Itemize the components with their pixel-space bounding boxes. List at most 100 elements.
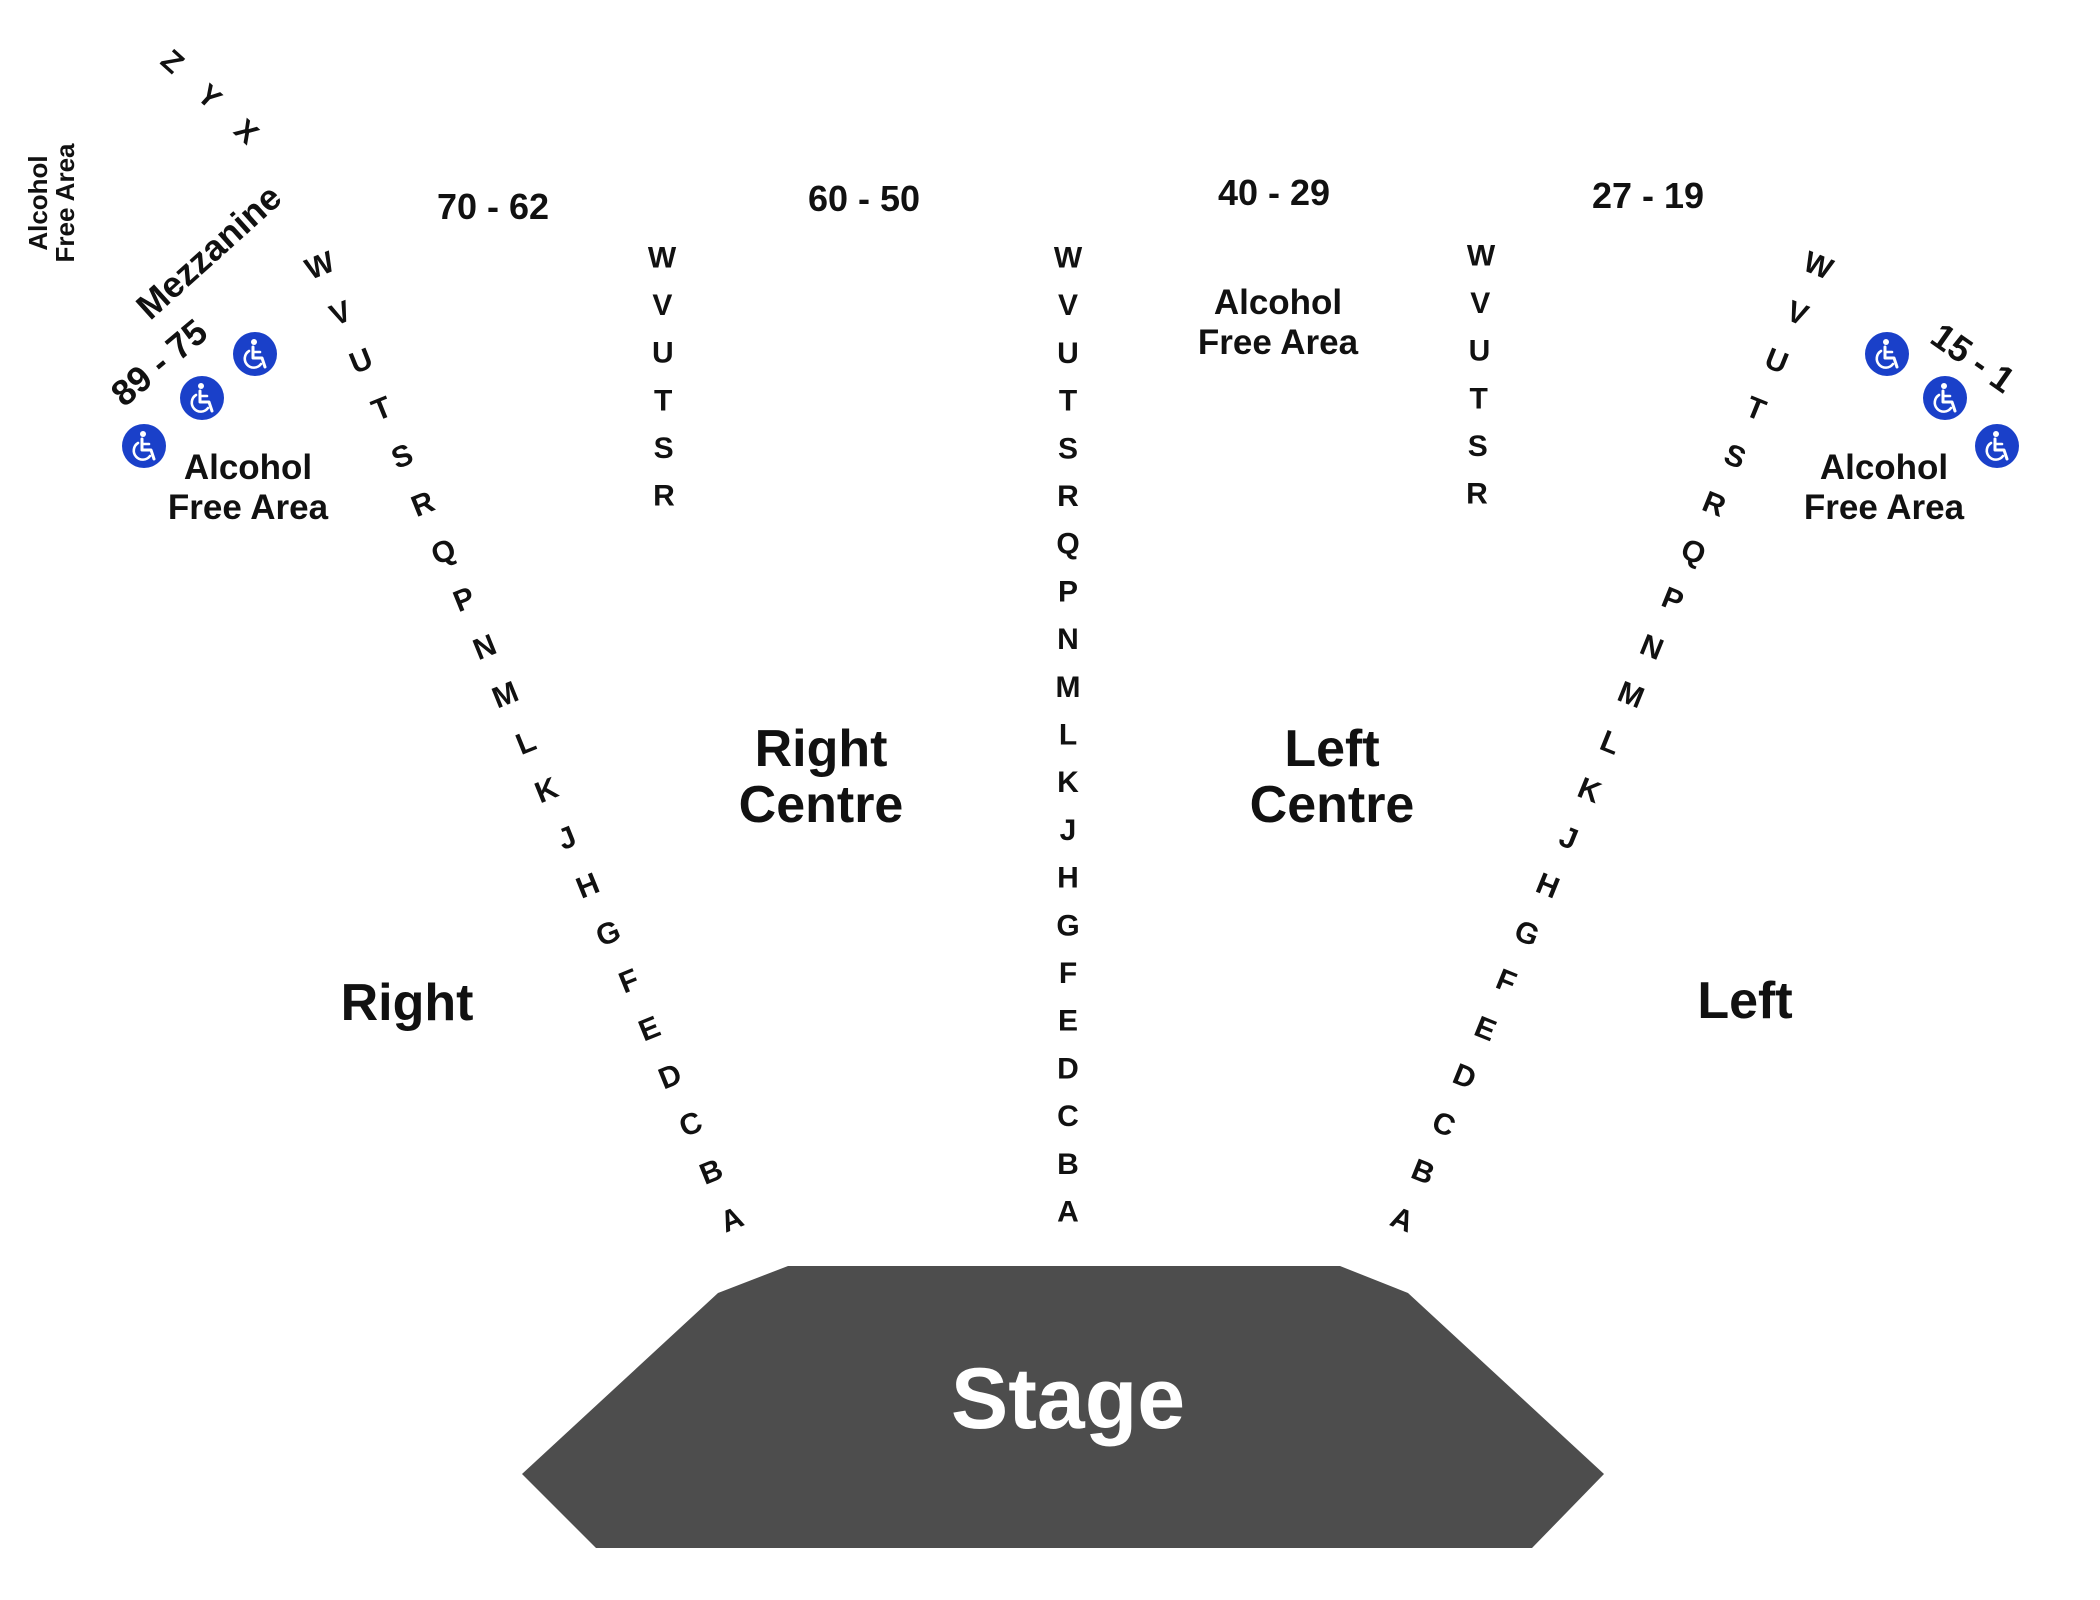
alcohol-free-note-left-centre: Alcohol Free Area: [1198, 283, 1359, 362]
alcohol-free-line-1: Alcohol: [1214, 283, 1342, 322]
alcohol-free-line-2: Free Area: [1198, 323, 1359, 362]
row-letter: F: [1059, 957, 1077, 990]
section-right-centre-line-2: Centre: [739, 776, 904, 834]
row-letter: V: [652, 289, 672, 322]
row-letter: E: [1470, 1010, 1501, 1048]
row-letter: Z: [154, 44, 190, 81]
row-letter: P: [1657, 581, 1688, 619]
section-left-centre-line-2: Centre: [1250, 776, 1415, 834]
row-letter: G: [1056, 909, 1079, 942]
row-letter: D: [1448, 1058, 1480, 1097]
row-letter: C: [675, 1105, 707, 1144]
row-letter: A: [1057, 1196, 1079, 1229]
alcohol-free-line-1: Alcohol: [23, 155, 53, 250]
row-letter: C: [1057, 1100, 1079, 1133]
row-letter: M: [1613, 675, 1649, 715]
row-letter: L: [511, 724, 540, 761]
row-letter: Q: [1676, 533, 1710, 572]
row-letter: R: [407, 485, 440, 524]
row-letter: S: [654, 432, 674, 465]
seat-range-70-62: 70 - 62: [437, 186, 549, 227]
row-letter: R: [1698, 485, 1731, 524]
row-letter: S: [1468, 430, 1488, 463]
row-letter: Y: [191, 78, 228, 116]
row-letter: V: [1470, 287, 1490, 320]
wheelchair-icon[interactable]: [120, 422, 168, 470]
row-letter: N: [1635, 628, 1667, 667]
seat-range-60-50: 60 - 50: [808, 178, 920, 219]
stage-shape: [522, 1266, 1604, 1548]
row-letter: K: [1057, 766, 1079, 799]
row-letter: U: [1469, 335, 1491, 368]
row-letter: M: [488, 675, 524, 715]
alcohol-free-line-1: Alcohol: [1820, 448, 1948, 487]
alcohol-free-line-1: Alcohol: [184, 448, 312, 487]
section-left-label: Left: [1697, 972, 1792, 1030]
row-letter: U: [1057, 337, 1079, 370]
wheelchair-icon[interactable]: [1921, 374, 1969, 422]
seat-range-40-29: 40 - 29: [1218, 172, 1330, 213]
row-letter: H: [1057, 862, 1079, 895]
row-letter: B: [1057, 1148, 1079, 1181]
row-letter: C: [1427, 1105, 1459, 1144]
row-letter: Q: [427, 533, 461, 572]
seat-range-27-19: 27 - 19: [1592, 175, 1704, 216]
wheelchair-icon[interactable]: [1863, 330, 1911, 378]
row-letter: H: [572, 867, 604, 906]
row-letter: X: [228, 113, 265, 151]
row-letter: N: [1057, 623, 1079, 656]
row-letter: G: [1510, 914, 1544, 953]
wheelchair-icon[interactable]: [178, 374, 226, 422]
row-letter: W: [648, 242, 677, 275]
row-letter: R: [1466, 478, 1488, 511]
row-letter: L: [1595, 724, 1624, 761]
row-letter: P: [449, 581, 480, 619]
row-letter: E: [634, 1010, 665, 1048]
row-letter: M: [1056, 671, 1081, 704]
section-right-label: Right: [341, 974, 474, 1032]
section-left-centre-label: Left Centre: [1250, 720, 1415, 834]
row-letter: B: [695, 1153, 727, 1192]
row-letter: J: [1060, 814, 1077, 847]
section-right-centre-label: Right Centre: [739, 720, 904, 834]
row-letter: P: [1058, 575, 1078, 608]
row-letter: A: [716, 1201, 748, 1240]
row-letter: R: [1057, 480, 1079, 513]
row-letter: T: [654, 384, 672, 417]
row-letter: S: [1719, 438, 1750, 476]
row-letter: V: [325, 295, 356, 333]
wheelchair-icon[interactable]: [1973, 422, 2021, 470]
section-left-centre-line-1: Left: [1284, 720, 1379, 778]
section-right-centre-line-1: Right: [755, 720, 888, 778]
row-letter: T: [1741, 390, 1770, 427]
wheelchair-icon[interactable]: [231, 330, 279, 378]
row-letter: J: [553, 820, 581, 857]
alcohol-free-note-right-section: Alcohol Free Area: [168, 448, 329, 527]
row-letter: V: [1058, 289, 1078, 322]
row-letter: A: [1386, 1201, 1418, 1240]
row-letter: K: [530, 771, 563, 810]
mezzanine-label: Mezzanine: [128, 176, 289, 327]
row-letter: N: [469, 628, 501, 667]
row-letter: J: [1554, 820, 1582, 857]
row-letter: U: [345, 342, 377, 381]
stage[interactable]: Stage: [522, 1266, 1604, 1548]
row-letter: W: [301, 245, 340, 286]
row-letter: D: [654, 1058, 686, 1097]
row-letter: R: [653, 480, 675, 513]
row-letter: S: [1058, 432, 1078, 465]
row-letter: W: [1799, 245, 1838, 286]
row-letter: H: [1531, 867, 1563, 906]
row-letter: T: [367, 390, 396, 427]
row-letter: D: [1057, 1052, 1079, 1085]
alcohol-free-line-2: Free Area: [1804, 488, 1965, 527]
row-letter: W: [1467, 240, 1496, 273]
row-letter: V: [1782, 295, 1813, 333]
stage-label: Stage: [951, 1351, 1185, 1447]
row-letter: K: [1573, 771, 1606, 810]
row-letters-mezzanine: ZYX: [154, 44, 264, 151]
row-letter: F: [614, 963, 643, 1000]
